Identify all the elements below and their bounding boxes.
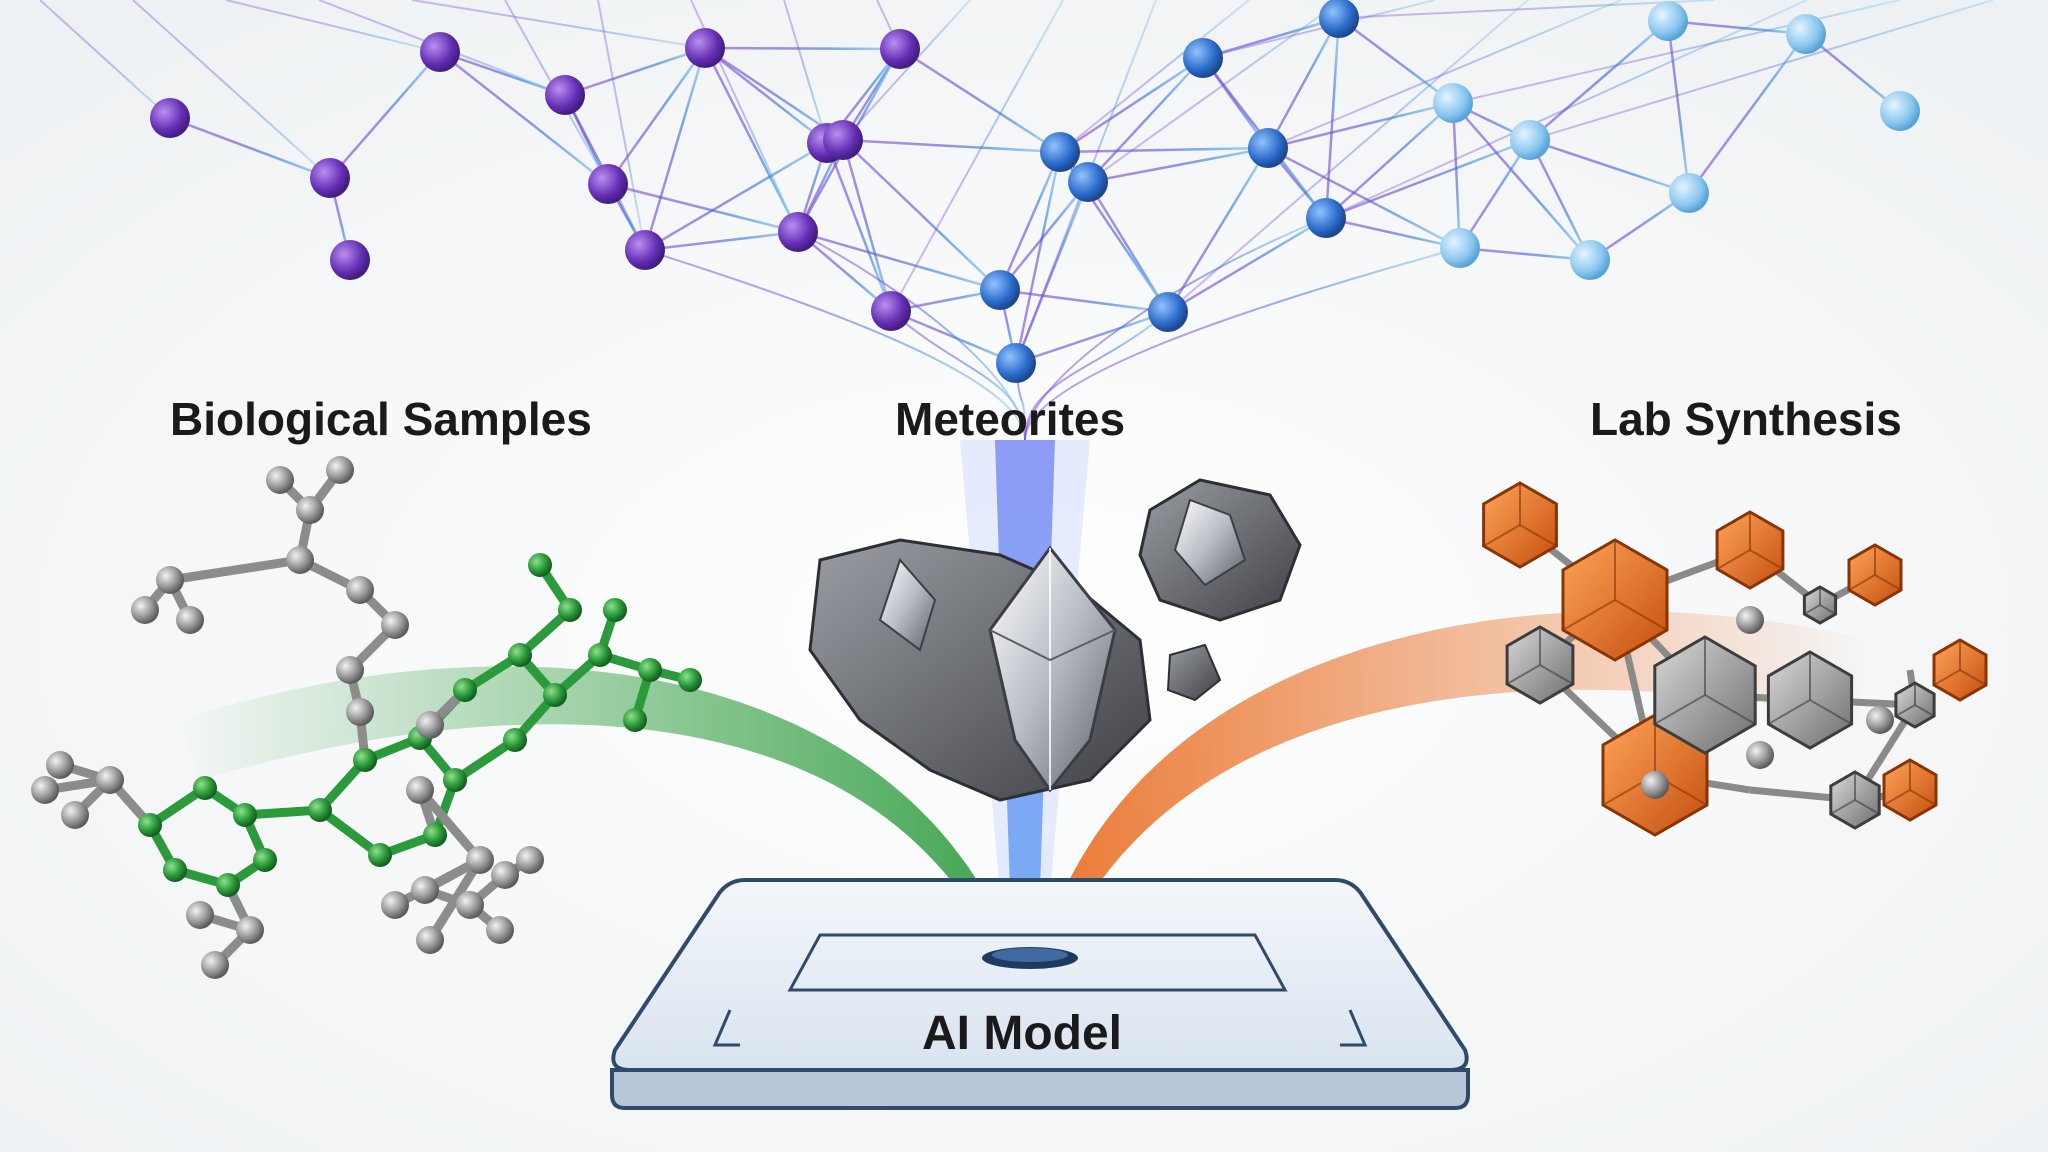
biological-data-stream (180, 666, 1015, 960)
lab-synthesis-label: Lab Synthesis (1590, 393, 1902, 445)
neural-network-graph (39, 0, 1994, 441)
lab-data-stream (1040, 611, 1870, 960)
ai-platform (610, 878, 1470, 1110)
ai-model-label: AI Model (922, 1007, 1122, 1060)
molecule-icon (31, 456, 702, 979)
crystal-lattice-icon (1482, 481, 1988, 837)
meteorites-label: Meteorites (895, 393, 1126, 445)
meteorite-icon (808, 478, 1302, 802)
biological-samples-label: Biological Samples (170, 393, 592, 445)
